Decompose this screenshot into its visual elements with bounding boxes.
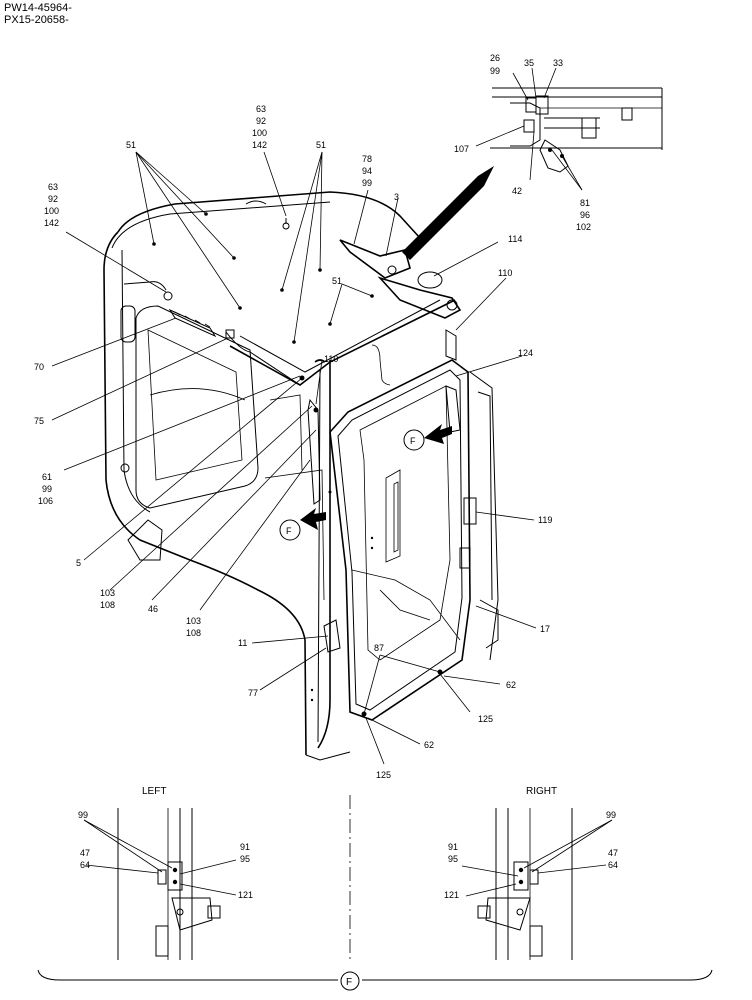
callout-142-left: 142 [44,218,59,228]
callout-62-right: 62 [506,680,516,690]
callout-142-top: 142 [252,140,267,150]
detail-right-91: 91 [448,842,458,852]
serial-range-2: PX15-20658- [4,14,69,26]
callout-46: 46 [148,604,158,614]
callout-110-right: 110 [498,268,512,278]
callout-35: 35 [524,58,534,68]
callout-11: 11 [238,638,247,648]
callout-63-top: 63 [256,104,266,114]
hinge-inset-detail [490,87,663,173]
callout-103-a: 103 [100,588,115,598]
detail-left-title: LEFT [142,786,166,797]
view-f-circle-left [279,519,301,541]
callout-99-left: 99 [42,484,52,494]
view-f-brace [37,969,713,981]
callout-100-left: 100 [44,206,59,216]
callout-26: 26 [490,53,500,63]
callout-33: 33 [553,58,563,68]
callout-125-right: 125 [478,714,493,724]
callout-114: 114 [508,234,522,244]
callout-110-left: 110 [324,354,338,364]
detail-left-99: 99 [78,810,88,820]
drawing-serial-numbers: PW14-45964- PX15-20658- [4,2,72,26]
view-f-marker-label: F [346,977,352,988]
callout-f-left: F [286,526,292,536]
callout-75: 75 [34,416,44,426]
callout-94: 94 [362,166,372,176]
callout-63-left: 63 [48,182,58,192]
callout-81: 81 [580,198,590,208]
detail-left-95: 95 [240,854,250,864]
callout-107: 107 [454,144,469,154]
callout-labels: 26 99 35 33 107 42 81 96 102 63 92 100 1… [34,53,591,780]
callout-92-top: 92 [256,116,266,126]
detail-left-121: 121 [238,890,253,900]
detail-right-64: 64 [608,860,618,870]
callout-108-a: 108 [100,600,115,610]
callout-119: 119 [538,515,552,525]
callout-99-inset: 99 [490,66,500,76]
callout-17: 17 [540,624,550,634]
cab-frame [103,191,499,761]
detail-right-title: RIGHT [526,786,557,797]
detail-right-99: 99 [606,810,616,820]
callout-96: 96 [580,210,590,220]
callout-108-b: 108 [186,628,201,638]
callout-102: 102 [576,222,591,232]
callout-51-center: 51 [332,276,342,286]
detail-right-95: 95 [448,854,458,864]
callout-51-right: 51 [316,140,326,150]
callout-61: 61 [42,472,52,482]
callout-62-bottom: 62 [424,740,434,750]
callout-99-hinge: 99 [362,178,372,188]
detail-pointer-arrow [402,166,494,260]
detail-left-91: 91 [240,842,250,852]
serial-range-1: PW14-45964- [4,2,72,14]
detail-left: LEFT 99 47 64 91 95 121 [78,786,253,960]
view-f-arrow-right [424,424,452,444]
callout-70: 70 [34,362,44,372]
callout-78: 78 [362,154,372,164]
callout-92-left: 92 [48,194,58,204]
view-f-circle-right [403,429,425,451]
detail-right: RIGHT 99 91 95 47 64 121 [444,786,618,960]
view-f-arrow-left [300,508,326,530]
callout-124: 124 [518,348,533,358]
detail-left-47: 47 [80,848,90,858]
callout-5: 5 [76,558,81,568]
callout-106: 106 [38,496,53,506]
callout-100-top: 100 [252,128,267,138]
view-f-marker [340,971,360,991]
callout-103-b: 103 [186,616,201,626]
callout-f-right: F [410,436,416,446]
callout-51-left: 51 [126,140,136,150]
callout-125-bottom: 125 [376,770,391,780]
callout-87: 87 [374,643,384,653]
leader-lines [51,67,583,765]
callout-42: 42 [512,186,522,196]
detail-left-64: 64 [80,860,90,870]
detail-right-47: 47 [608,848,618,858]
callout-3: 3 [394,192,399,202]
callout-77: 77 [248,688,258,698]
detail-right-121: 121 [444,890,459,900]
